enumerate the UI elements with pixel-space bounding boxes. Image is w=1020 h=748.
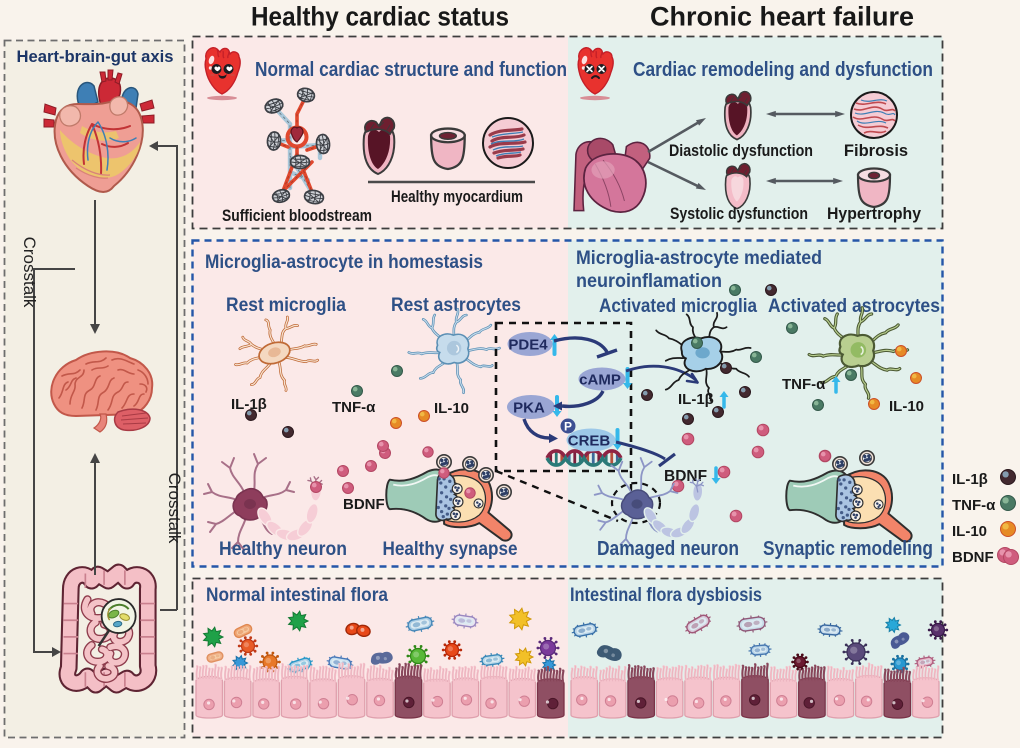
svg-text:IL-1β: IL-1β: [952, 471, 988, 488]
svg-text:PKA: PKA: [513, 399, 545, 416]
svg-text:Microglia-astrocyte mediated: Microglia-astrocyte mediated: [576, 248, 822, 269]
svg-text:IL-10: IL-10: [434, 400, 469, 417]
svg-text:Crosstalk: Crosstalk: [165, 473, 184, 544]
svg-text:Hypertrophy: Hypertrophy: [827, 205, 922, 223]
svg-text:neuroinflamation: neuroinflamation: [576, 271, 722, 292]
svg-text:Heart-brain-gut axis: Heart-brain-gut axis: [17, 47, 174, 66]
svg-text:Crosstalk: Crosstalk: [20, 237, 39, 308]
svg-text:BDNF: BDNF: [952, 549, 994, 566]
svg-text:BDNF: BDNF: [664, 468, 707, 485]
svg-text:TNF-α: TNF-α: [952, 497, 996, 514]
svg-text:Normal intestinal flora: Normal intestinal flora: [206, 585, 388, 606]
svg-text:Synaptic remodeling: Synaptic remodeling: [763, 538, 933, 560]
svg-text:Systolic dysfunction: Systolic dysfunction: [670, 205, 808, 223]
svg-text:Normal cardiac structure and f: Normal cardiac structure and function: [255, 59, 567, 81]
svg-text:Sufficient bloodstream: Sufficient bloodstream: [222, 207, 372, 225]
svg-text:Fibrosis: Fibrosis: [844, 142, 908, 160]
svg-text:Damaged neuron: Damaged neuron: [597, 538, 739, 560]
svg-text:Microglia-astrocyte in homesta: Microglia-astrocyte in homestasis: [205, 252, 483, 273]
svg-text:Intestinal flora dysbiosis: Intestinal flora dysbiosis: [570, 585, 762, 606]
svg-text:BDNF: BDNF: [343, 496, 385, 513]
svg-text:TNF-α: TNF-α: [332, 399, 376, 416]
svg-text:P: P: [564, 420, 572, 434]
svg-text:CREB: CREB: [568, 432, 611, 449]
svg-text:Activated microglia: Activated microglia: [599, 296, 757, 317]
svg-text:Healthy neuron: Healthy neuron: [219, 539, 347, 560]
svg-text:PDE4: PDE4: [508, 336, 548, 353]
svg-text:TNF-α: TNF-α: [782, 376, 826, 393]
svg-text:Cardiac remodeling and dysfunc: Cardiac remodeling and dysfunction: [633, 59, 933, 81]
svg-text:IL-10: IL-10: [889, 398, 924, 415]
svg-text:IL-1β: IL-1β: [678, 391, 714, 408]
svg-text:Diastolic dysfunction: Diastolic dysfunction: [669, 142, 813, 160]
svg-text:IL-10: IL-10: [952, 523, 987, 540]
svg-text:Chronic heart failure: Chronic heart failure: [650, 2, 914, 32]
svg-text:Healthy synapse: Healthy synapse: [383, 539, 518, 560]
svg-text:Healthy cardiac status: Healthy cardiac status: [251, 2, 509, 32]
svg-text:cAMP: cAMP: [579, 371, 621, 388]
svg-text:Rest microglia: Rest microglia: [226, 295, 346, 316]
svg-text:Rest astrocytes: Rest astrocytes: [391, 295, 521, 316]
svg-text:Activated astrocytes: Activated astrocytes: [768, 296, 940, 317]
svg-text:Healthy myocardium: Healthy myocardium: [391, 188, 523, 206]
